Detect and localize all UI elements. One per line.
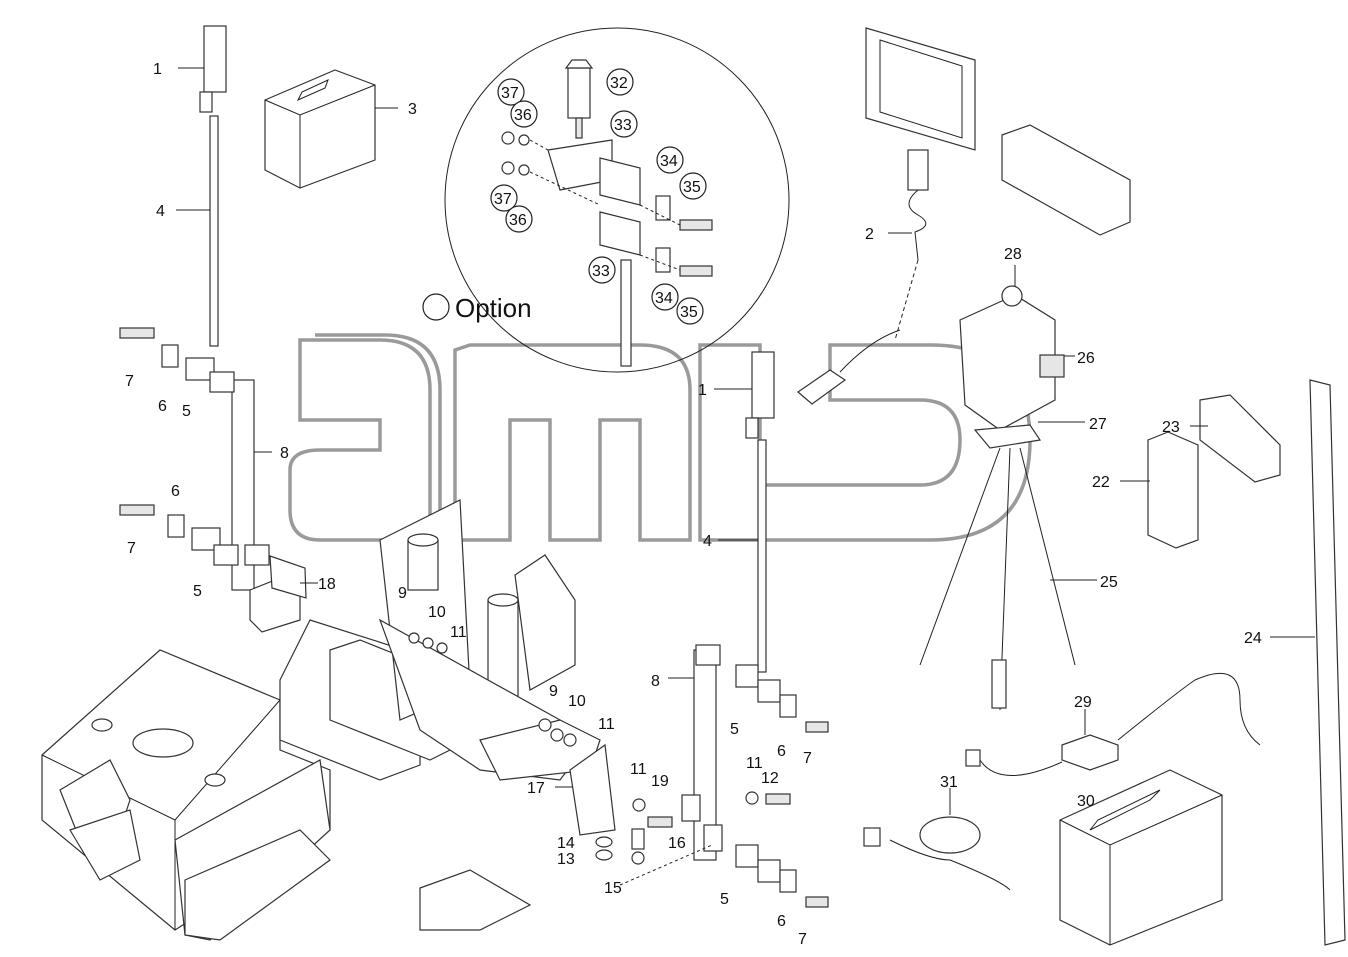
callout-1: 1 bbox=[153, 61, 162, 78]
rotating-laser-tripod bbox=[919, 265, 1097, 711]
callout-6: 6 bbox=[777, 913, 786, 930]
callout-24: 24 bbox=[1244, 630, 1262, 647]
option-detail-circle: Option bbox=[422, 27, 790, 373]
center-mast-assembly bbox=[619, 329, 901, 908]
callout-33: 33 bbox=[614, 117, 632, 134]
callout-32: 32 bbox=[610, 75, 628, 92]
callout-34: 34 bbox=[660, 153, 678, 170]
callout-5: 5 bbox=[182, 403, 191, 420]
watermark-logo: TM bbox=[288, 333, 1047, 542]
callout-7: 7 bbox=[798, 931, 807, 948]
callout-19: 19 bbox=[651, 773, 669, 790]
option-marker-icon bbox=[422, 293, 450, 321]
left-mast-assembly bbox=[119, 25, 318, 633]
callout-34: 34 bbox=[655, 290, 673, 307]
callout-9: 9 bbox=[549, 683, 558, 700]
callout-31: 31 bbox=[940, 774, 958, 791]
receivers bbox=[1120, 394, 1281, 549]
callout-37: 37 bbox=[494, 191, 512, 208]
callout-9: 9 bbox=[398, 585, 407, 602]
callout-37: 37 bbox=[501, 85, 519, 102]
callout-7: 7 bbox=[127, 540, 136, 557]
callout-26: 26 bbox=[1077, 350, 1095, 367]
callout-10: 10 bbox=[428, 604, 446, 621]
callout-4: 4 bbox=[703, 533, 712, 550]
callout-13: 13 bbox=[557, 851, 575, 868]
callout-36: 36 bbox=[514, 107, 532, 124]
callout-18: 18 bbox=[318, 576, 336, 593]
callout-36: 36 bbox=[509, 212, 527, 229]
callout-27: 27 bbox=[1089, 416, 1107, 433]
callout-8: 8 bbox=[280, 445, 289, 462]
callout-10: 10 bbox=[568, 693, 586, 710]
callouts: 1 3 4 7 6 5 8 6 7 5 18 9 10 11 9 10 11 1… bbox=[125, 61, 1262, 948]
callout-2: 2 bbox=[865, 226, 874, 243]
callout-4: 4 bbox=[156, 203, 165, 220]
callout-11: 11 bbox=[630, 761, 647, 778]
machine-frame bbox=[41, 499, 616, 941]
callout-8: 8 bbox=[651, 673, 660, 690]
center-hardware bbox=[595, 798, 673, 865]
callout-6: 6 bbox=[158, 398, 167, 415]
callout-5: 5 bbox=[730, 721, 739, 738]
callout-33: 33 bbox=[592, 263, 610, 280]
callout-7: 7 bbox=[125, 373, 134, 390]
callout-3: 3 bbox=[408, 101, 417, 118]
callout-11: 11 bbox=[746, 755, 763, 772]
callout-11: 11 bbox=[450, 624, 467, 641]
carrying-case bbox=[264, 69, 398, 189]
option-callouts: 37 36 32 33 34 35 37 36 33 34 35 bbox=[490, 68, 707, 325]
laser-case bbox=[1059, 769, 1223, 946]
callout-28: 28 bbox=[1004, 246, 1022, 263]
callout-6: 6 bbox=[777, 743, 786, 760]
callout-29: 29 bbox=[1074, 694, 1092, 711]
callout-11: 11 bbox=[598, 716, 615, 733]
callout-17: 17 bbox=[527, 780, 545, 797]
callout-23: 23 bbox=[1162, 419, 1180, 436]
callout-14: 14 bbox=[557, 835, 575, 852]
callout-7: 7 bbox=[803, 750, 812, 767]
callout-35: 35 bbox=[683, 179, 701, 196]
callout-5: 5 bbox=[720, 891, 729, 908]
callout-30: 30 bbox=[1077, 793, 1095, 810]
callout-15: 15 bbox=[604, 880, 622, 897]
callout-1: 1 bbox=[698, 382, 707, 399]
callout-22: 22 bbox=[1092, 474, 1110, 491]
power-cables bbox=[863, 672, 1261, 891]
callout-35: 35 bbox=[680, 304, 698, 321]
display-units bbox=[865, 27, 1131, 341]
callout-25: 25 bbox=[1100, 574, 1118, 591]
callout-6: 6 bbox=[171, 483, 180, 500]
option-label: Option bbox=[455, 293, 532, 323]
leveling-staff bbox=[1270, 379, 1346, 946]
callout-12: 12 bbox=[761, 770, 779, 787]
callout-5: 5 bbox=[193, 583, 202, 600]
callout-16: 16 bbox=[668, 835, 686, 852]
